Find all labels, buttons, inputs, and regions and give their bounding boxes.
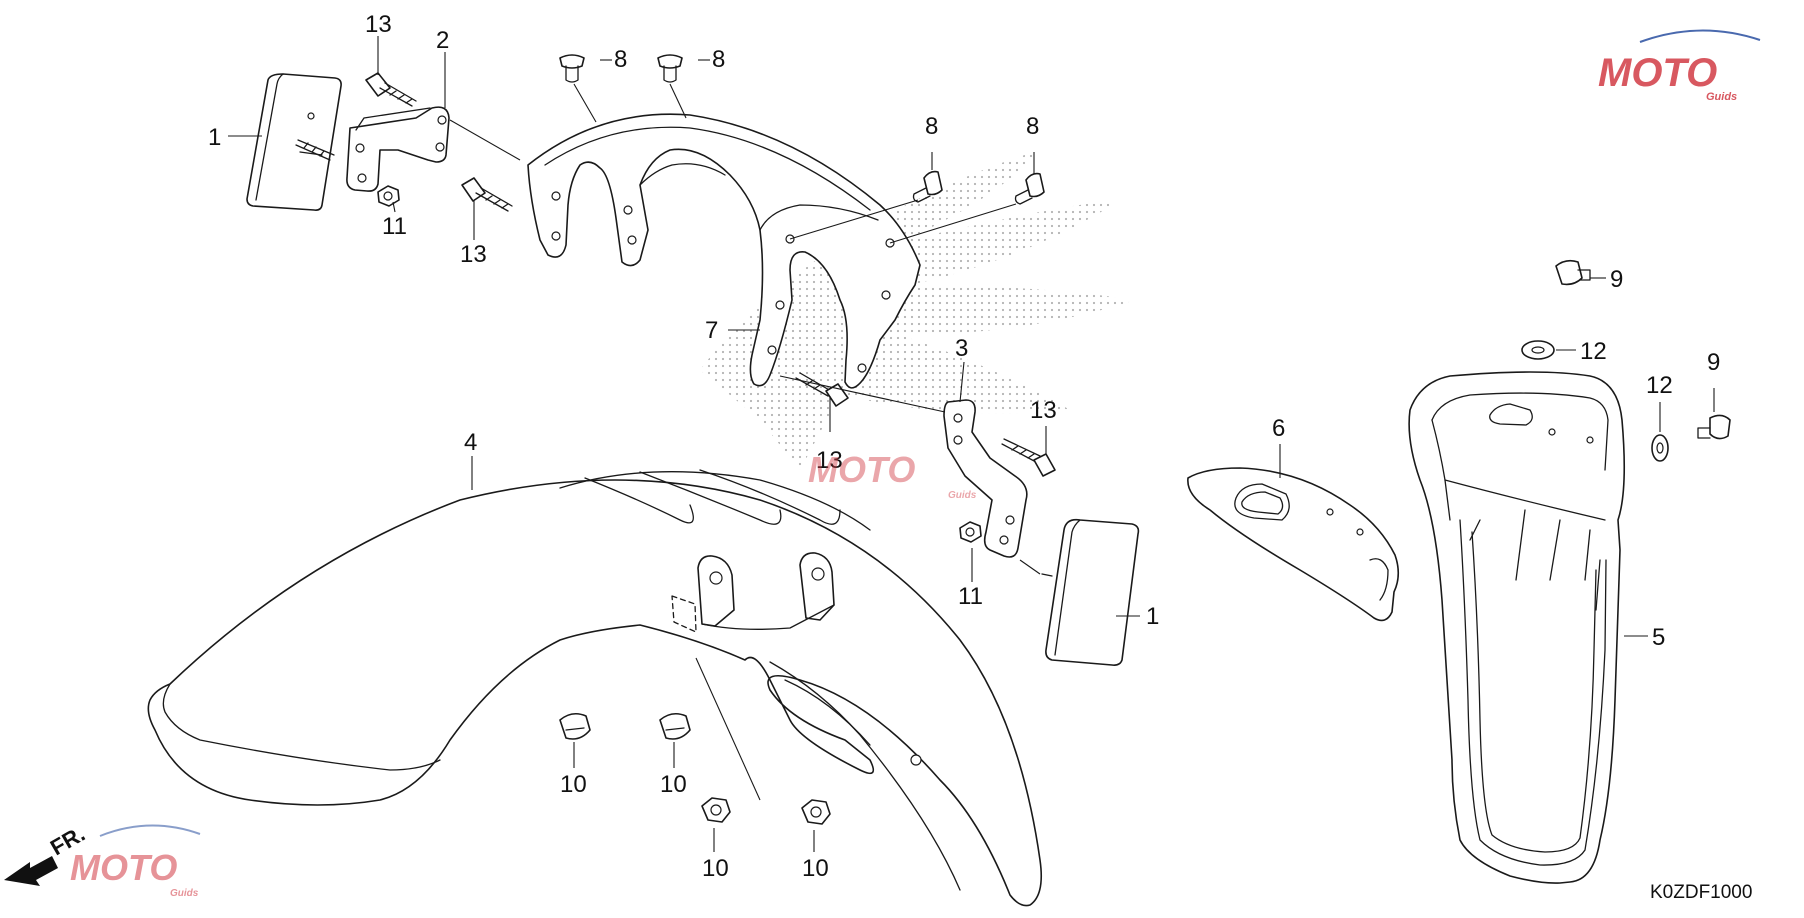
bolt-13-upper: [365, 72, 417, 107]
part-2-bracket: [346, 106, 450, 192]
bolt-13-mid: [795, 372, 849, 407]
callout-12-b: 12: [1646, 372, 1673, 399]
callout-6: 6: [1272, 415, 1285, 442]
nut-10-d: [801, 799, 831, 825]
watermark-brand-bottom: MOTO: [70, 847, 177, 888]
callout-13-upper-left: 13: [365, 11, 392, 38]
stud-part-1: [295, 139, 335, 161]
callout-4: 4: [464, 429, 477, 456]
callout-8-a: 8: [614, 46, 627, 73]
nut-10-c: [701, 797, 731, 823]
watermark-brand-center: MOTO: [808, 449, 915, 490]
watermark-swoosh-icon: [1639, 29, 1761, 43]
callout-12-a: 12: [1580, 338, 1607, 365]
bolt-13-mid-left: [461, 177, 513, 212]
callout-2: 2: [436, 27, 449, 54]
callout-10-c: 10: [702, 855, 729, 882]
watermark-sub-center: Guids: [948, 490, 977, 501]
callout-13-mid-left: 13: [460, 241, 487, 268]
callout-13-mid: 13: [816, 447, 843, 474]
screw-9-b: [1697, 414, 1731, 440]
callout-11-upper: 11: [382, 213, 407, 240]
callout-10-b: 10: [660, 771, 687, 798]
callout-labels: 1 2 13 11 13 8 8 8 8 7 3 13 13 11 1 4 10…: [208, 11, 1720, 882]
nut-10-b: [659, 712, 691, 740]
part-1-upper: [246, 73, 342, 211]
callout-9-b: 9: [1707, 349, 1720, 376]
front-arrow-icon: [4, 856, 58, 886]
washer-12-b: [1651, 434, 1669, 462]
callout-10-d: 10: [802, 855, 829, 882]
wing-logo-background: [700, 150, 1135, 470]
part-6-seal: [1187, 467, 1400, 622]
washer-12-a: [1521, 340, 1555, 360]
callout-8-b: 8: [712, 46, 725, 73]
callout-11-lower: 11: [958, 583, 983, 610]
watermark-logo-bottom-left: MOTO Guids: [70, 824, 201, 899]
callout-3: 3: [955, 335, 968, 362]
watermark-logo-top-right: MOTO Guids: [1598, 29, 1761, 103]
nut-11-lower: [959, 521, 982, 543]
callout-1-upper: 1: [208, 124, 221, 151]
watermark-brand: MOTO: [1598, 51, 1717, 95]
part-4-front-fender: [147, 469, 1043, 907]
screw-8-c: [912, 170, 943, 203]
callout-8-d: 8: [1026, 113, 1039, 140]
bolt-13-right: [1001, 438, 1056, 477]
nut-11-upper: [377, 185, 400, 207]
watermark-sub-bottom: Guids: [170, 888, 199, 899]
callout-1-lower: 1: [1146, 603, 1159, 630]
screw-8-b: [657, 54, 683, 83]
nut-10-a: [559, 712, 591, 740]
screw-8-a: [559, 54, 585, 83]
part-3-bracket: [943, 399, 1028, 558]
callout-9-a: 9: [1610, 266, 1623, 293]
watermark-sub: Guids: [1706, 91, 1737, 103]
callout-10-a: 10: [560, 771, 587, 798]
callout-7: 7: [705, 317, 718, 344]
watermark-swoosh-bottom-icon: [99, 824, 201, 837]
callout-5: 5: [1652, 624, 1665, 651]
leader-lines: [228, 36, 1715, 852]
diagram-code: K0ZDF1000: [1650, 882, 1752, 903]
part-5-rear-guard: [1408, 371, 1626, 884]
callout-13-right: 13: [1030, 397, 1057, 424]
screw-9-a: [1555, 259, 1591, 286]
screw-8-d: [1014, 172, 1045, 205]
callout-8-c: 8: [925, 113, 938, 140]
part-1-lower: [1041, 518, 1140, 666]
watermark-logo-center: MOTO Guids: [808, 449, 977, 501]
